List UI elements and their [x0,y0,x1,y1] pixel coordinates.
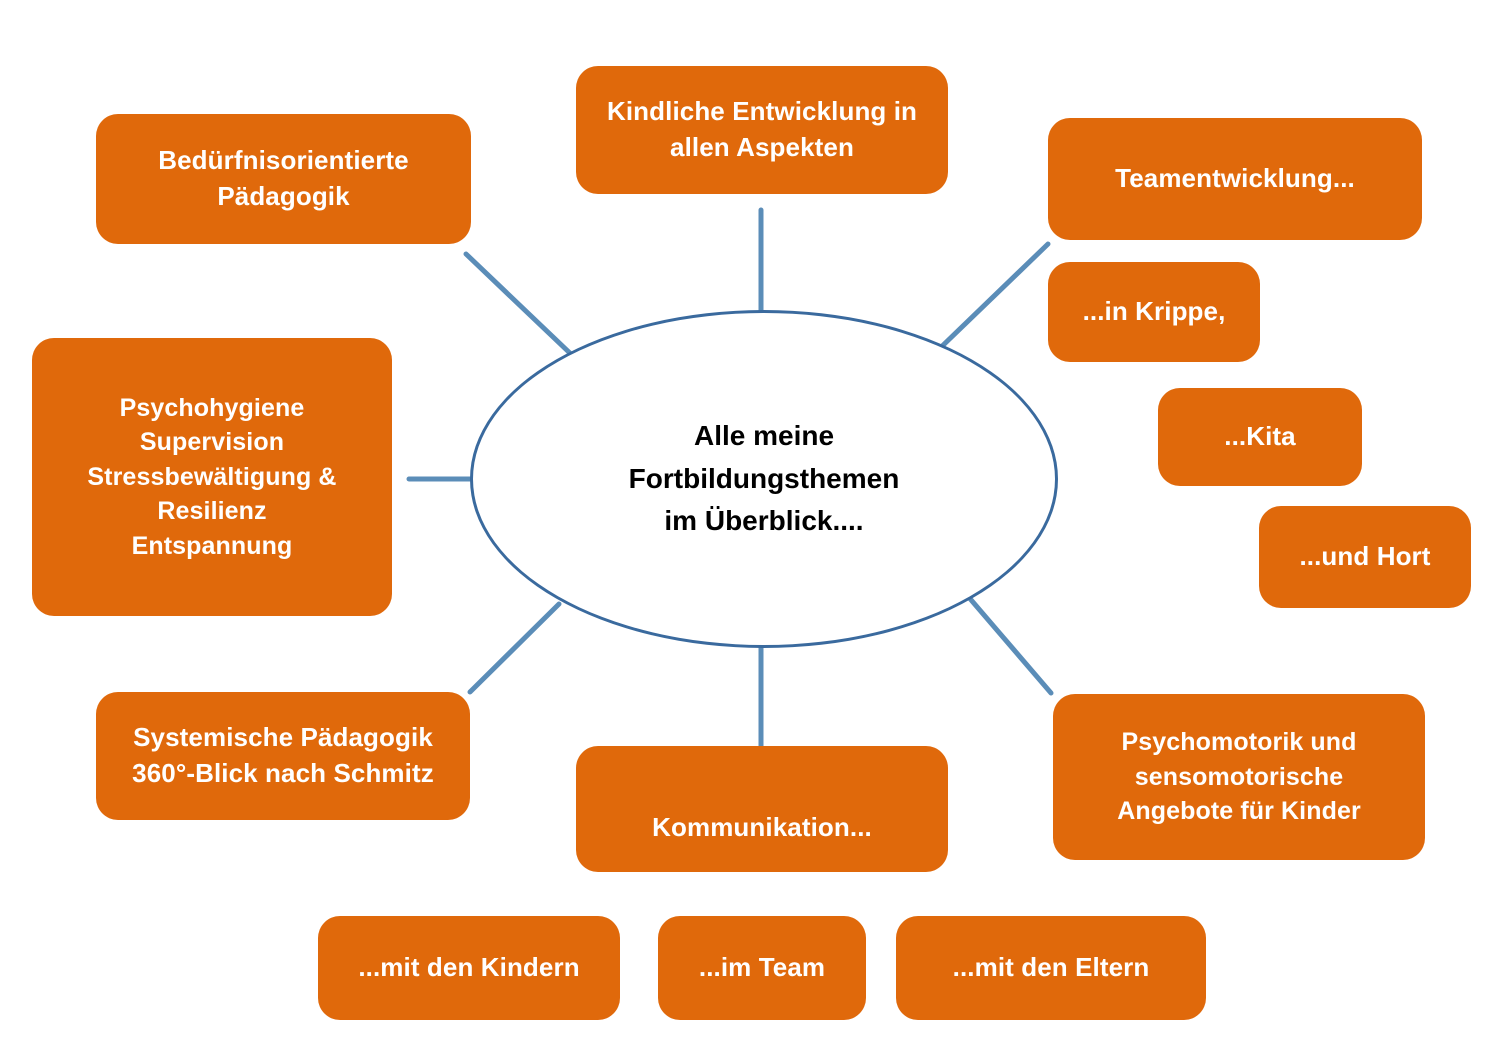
node-line-4: Resilienz [157,497,267,526]
center-line-3: im Überblick.... [664,505,864,537]
node-line-1: Psychohygiene [119,393,305,422]
node-line-1: Bedürfnisorientierte [158,145,409,176]
node-label-group: Psychomotorik und sensomotorische Angebo… [1067,725,1411,829]
node-line-1: ...mit den Kindern [358,952,580,983]
connector-psychomotorik [963,591,1054,696]
node-line-2: sensomotorische [1134,762,1344,791]
connector-teamentwicklung [933,241,1051,355]
node-label-group: ...im Team [672,950,852,986]
node-kommunikation[interactable]: Kommunikation... [576,746,948,872]
center-line-1: Alle meine [693,420,835,452]
node-line-1: Psychomotorik und [1121,728,1357,757]
node-line-3: Stressbewältigung & [87,462,337,491]
connector-beduerfnis [463,251,576,359]
node-kindliche-entwicklung[interactable]: Kindliche Entwicklung in allen Aspekten [576,66,948,194]
node-label-group: ...und Hort [1273,539,1457,575]
center-topic-ellipse: Alle meine Fortbildungsthemen im Überbli… [470,310,1058,648]
node-label-group: ...mit den Kindern [332,950,606,986]
node-systemische-paedagogik[interactable]: Systemische Pädagogik 360°-Blick nach Sc… [96,692,470,820]
node-in-krippe[interactable]: ...in Krippe, [1048,262,1260,362]
node-im-team[interactable]: ...im Team [658,916,866,1020]
node-beduerfnisorientierte-paedagogik[interactable]: Bedürfnisorientierte Pädagogik [96,114,471,244]
node-label-group: Teamentwicklung... [1062,161,1408,197]
node-label-group: Kindliche Entwicklung in allen Aspekten [590,94,934,166]
node-line-1: ...im Team [698,952,826,983]
center-line-2: Fortbildungsthemen [628,462,900,494]
node-line-1: Teamentwicklung... [1115,163,1355,194]
node-line-5: Entspannung [131,531,293,560]
node-kita[interactable]: ...Kita [1158,388,1362,486]
node-label-group: Bedürfnisorientierte Pädagogik [110,143,457,215]
node-line-1: Kindliche Entwicklung in [606,96,918,127]
node-line-1: Kommunikation... [652,812,872,843]
node-teamentwicklung[interactable]: Teamentwicklung... [1048,118,1422,240]
node-und-hort[interactable]: ...und Hort [1259,506,1471,608]
node-label-group: ...Kita [1172,419,1348,455]
node-line-1: ...in Krippe, [1082,296,1226,327]
node-line-1: Systemische Pädagogik [133,722,433,753]
node-line-1: ...Kita [1224,421,1296,452]
node-label-group: ...in Krippe, [1062,294,1246,330]
node-line-2: Supervision [139,428,285,457]
node-line-2: 360°-Blick nach Schmitz [132,758,434,788]
node-label-group: Psychohygiene Supervision Stressbewältig… [46,391,378,564]
node-label-group: Systemische Pädagogik 360°-Blick nach Sc… [110,720,456,792]
node-label-group: ...mit den Eltern [910,950,1192,986]
node-psychomotorik[interactable]: Psychomotorik und sensomotorische Angebo… [1053,694,1425,860]
node-line-1: ...und Hort [1299,541,1431,572]
node-line-2: Pädagogik [217,181,350,211]
node-psychohygiene[interactable]: Psychohygiene Supervision Stressbewältig… [32,338,392,616]
node-line-2: allen Aspekten [670,132,854,162]
node-mit-den-eltern[interactable]: ...mit den Eltern [896,916,1206,1020]
node-mit-den-kindern[interactable]: ...mit den Kindern [318,916,620,1020]
center-topic-text: Alle meine Fortbildungsthemen im Überbli… [629,415,900,543]
connector-systemisch [467,601,562,695]
node-line-3: Angebote für Kinder [1117,797,1361,826]
node-line-1: ...mit den Eltern [952,952,1150,983]
node-label-group: Kommunikation... [590,810,934,846]
